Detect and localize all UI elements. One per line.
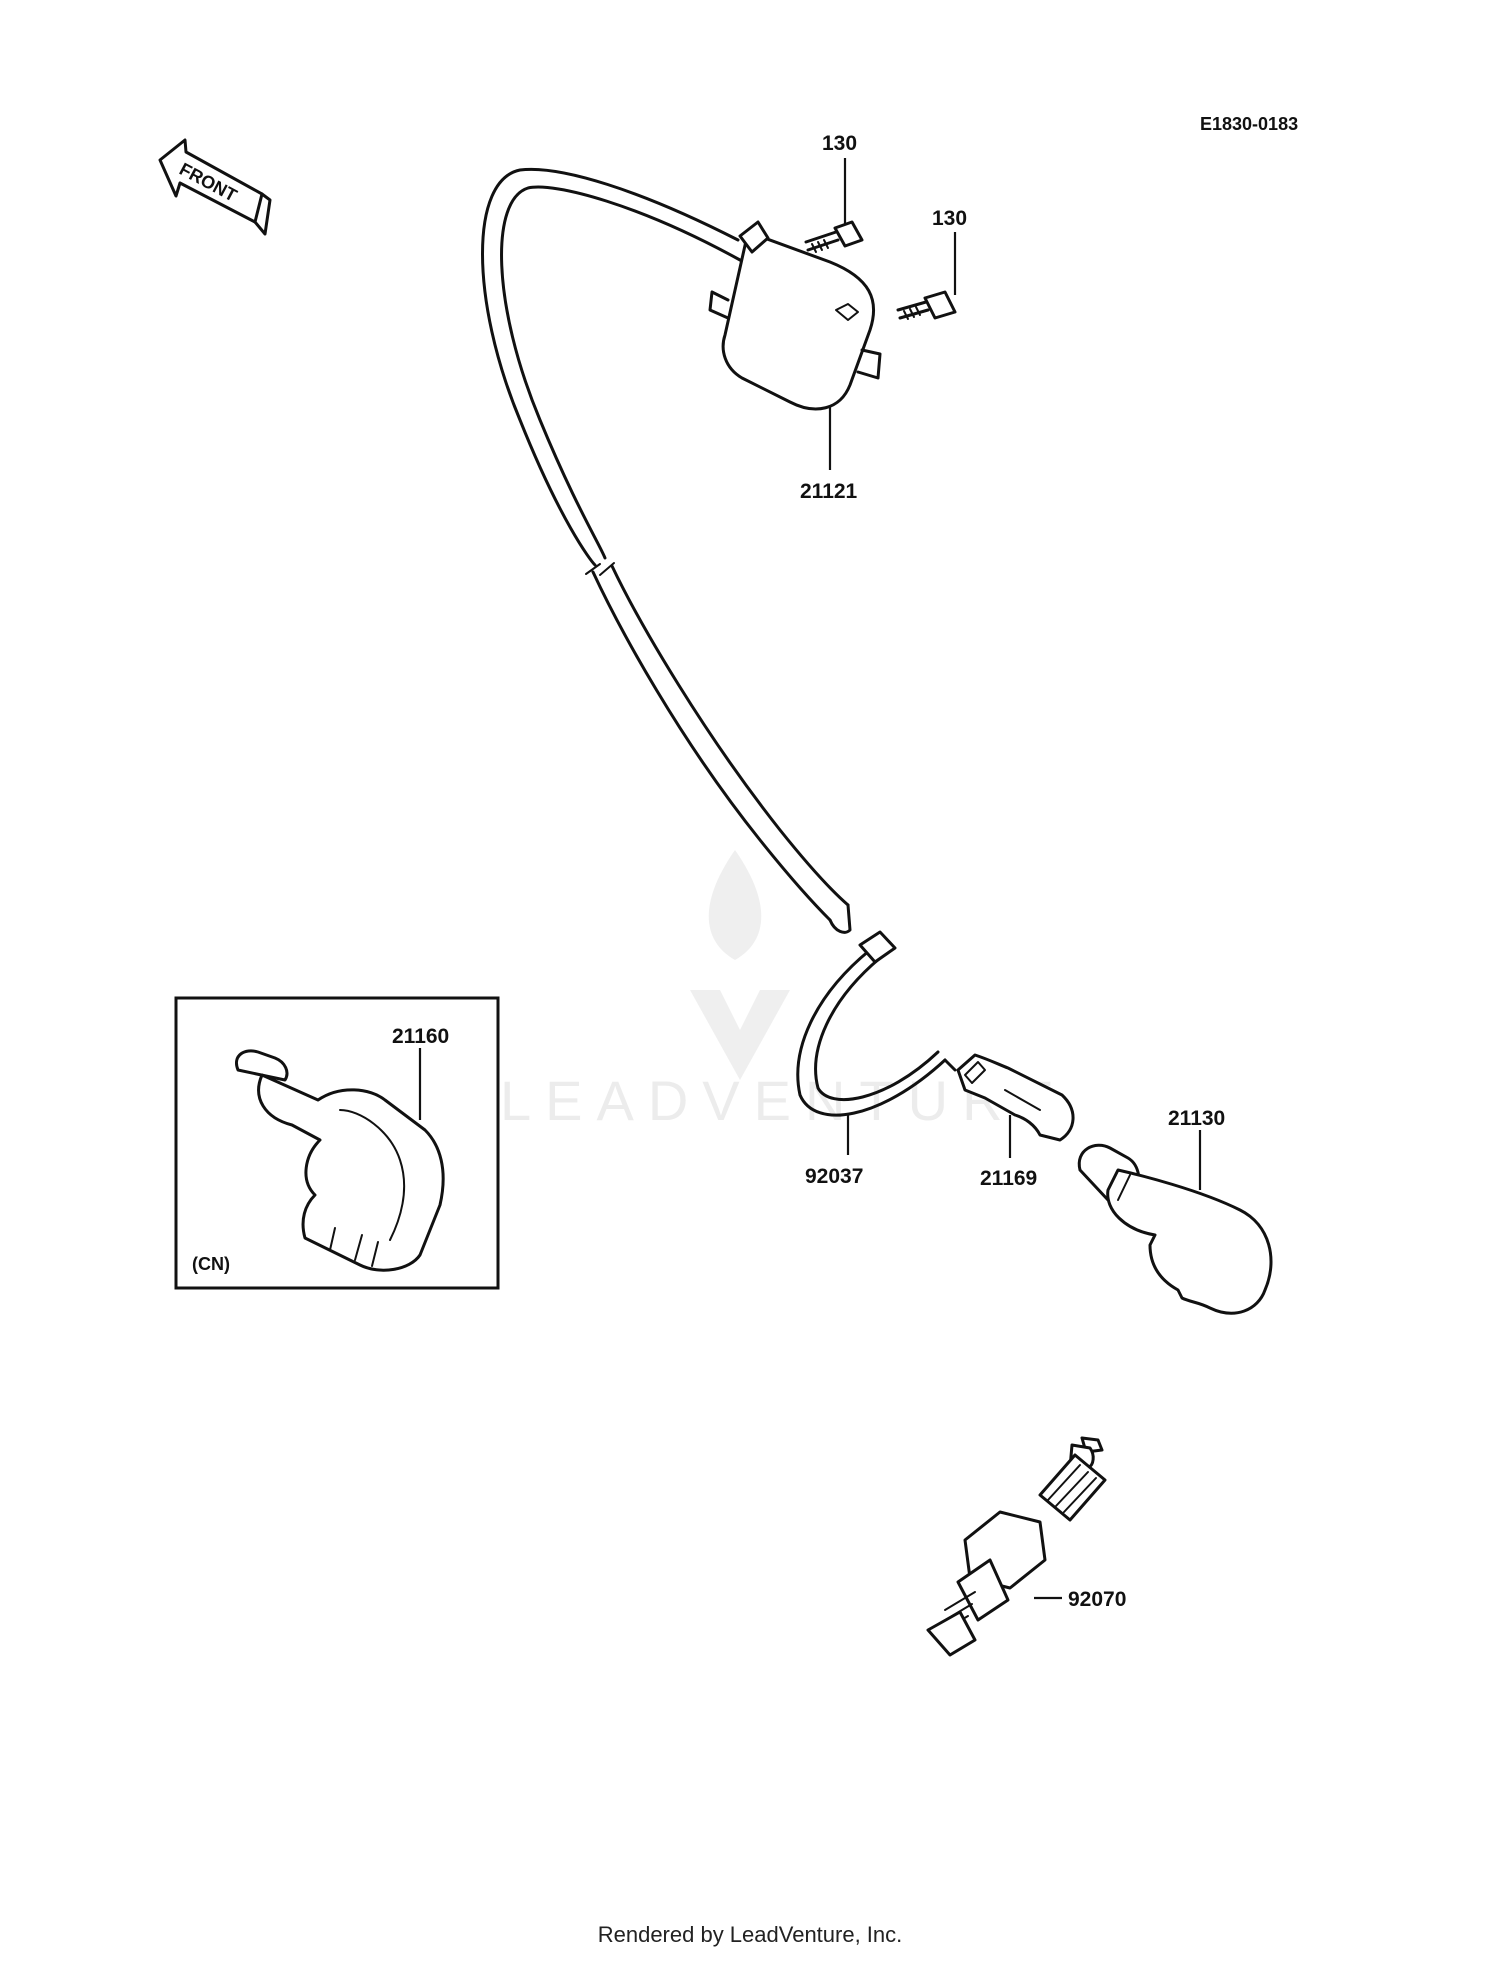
inset-cn: 21160 (CN)	[174, 996, 500, 1290]
spark-plug	[926, 1436, 1107, 1657]
high-tension-lead	[481, 167, 852, 934]
clamp	[796, 930, 957, 1117]
callout-bolt-a: 130	[822, 132, 857, 155]
ignition-coil	[708, 220, 882, 411]
watermark: LEADVENTURE	[500, 850, 1054, 1132]
spark-plug-cap	[1077, 1143, 1273, 1315]
callout-bolt-b: 130	[932, 207, 967, 230]
callout-cap-inset: 21160	[392, 1025, 449, 1048]
bolt-a	[804, 220, 864, 253]
bolt-b	[896, 290, 957, 320]
callout-spark-plug-cap: 21130	[1168, 1107, 1225, 1130]
inset-spark-plug-cap	[235, 1049, 445, 1272]
inset-frame	[174, 996, 500, 1290]
footer-credit: Rendered by LeadVenture, Inc.	[597, 1922, 903, 1947]
callout-ignition-coil: 21121	[800, 480, 858, 503]
inset-variant-label: (CN)	[192, 1254, 230, 1274]
callout-spark-plug: 92070	[1068, 1588, 1126, 1611]
front-arrow-icon: FRONT	[158, 138, 272, 236]
diagram-code: E1830-0183	[1200, 114, 1298, 134]
terminal	[956, 1053, 1075, 1142]
callout-terminal: 21169	[980, 1167, 1037, 1190]
callout-clamp: 92037	[805, 1165, 863, 1188]
